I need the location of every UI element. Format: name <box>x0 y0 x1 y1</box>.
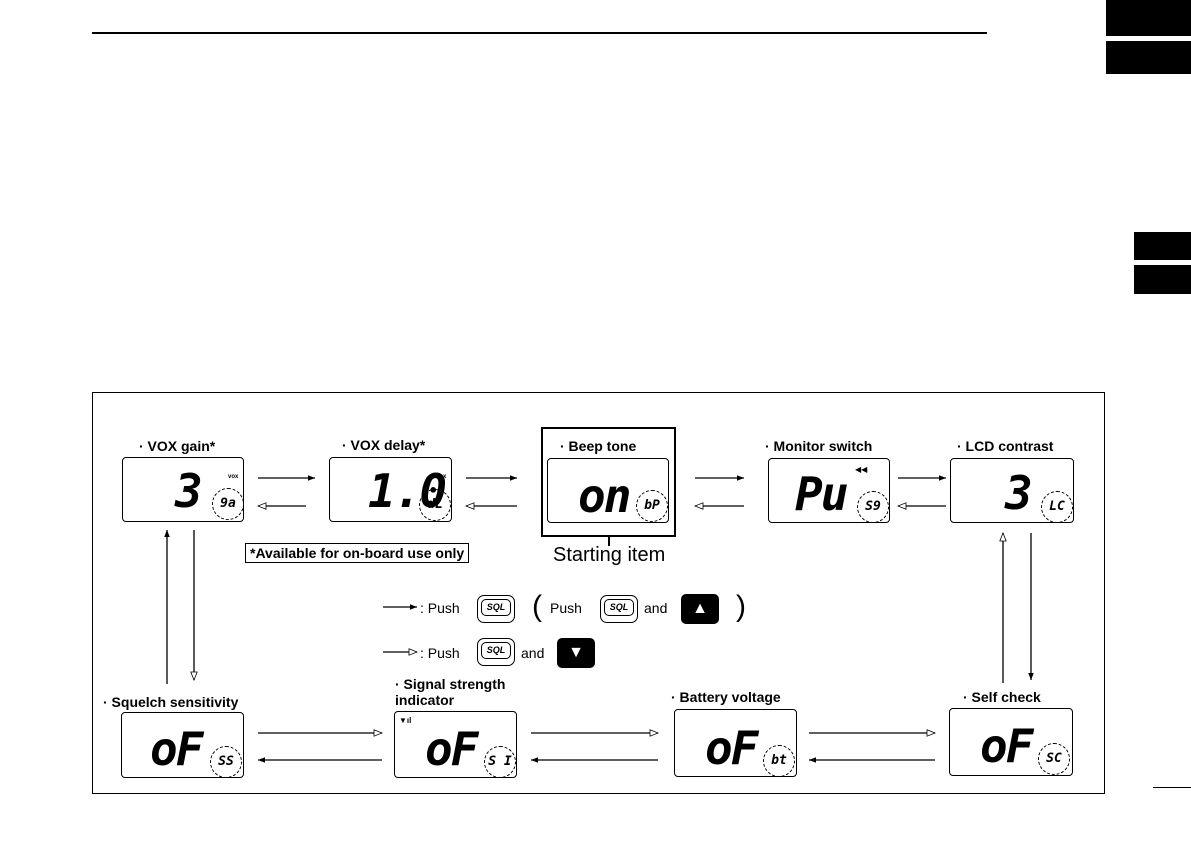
sql-key-label: SQL <box>604 599 634 616</box>
paren-close: ) <box>736 590 746 623</box>
lcd-signal-strength: ▼ıl oF S I <box>394 711 517 778</box>
sql-key-icon: SQL <box>477 595 515 623</box>
label-self-check: · Self check <box>963 689 1041 705</box>
section-tab-second <box>1106 41 1191 74</box>
lcd-vox-delay: 1.0 vox dL <box>329 457 452 522</box>
lcd-signal-strength-value: oF <box>425 722 478 776</box>
lcd-battery-voltage: oF bt <box>674 709 797 777</box>
label-beep-tone: · Beep tone <box>560 438 637 454</box>
lcd-self-check: oF SC <box>949 708 1073 776</box>
on-board-note: *Available for on-board use only <box>245 543 470 563</box>
section-tab-fourth <box>1134 265 1191 294</box>
label-vox-gain: · VOX gain* <box>139 438 216 454</box>
label-battery-voltage: · Battery voltage <box>671 689 781 705</box>
lcd-vox-delay-tag: vox <box>436 474 447 480</box>
lcd-beep-tone-value: on <box>578 469 631 523</box>
label-monitor-switch: · Monitor switch <box>765 438 873 454</box>
lcd-squelch-sensitivity-code: SS <box>210 746 242 778</box>
section-tab-third <box>1134 232 1191 260</box>
lcd-vox-gain: 3 vox 9a <box>122 457 244 522</box>
legend-and-text: and <box>644 600 668 616</box>
lcd-monitor-switch-value: Pu <box>795 467 848 521</box>
lcd-vox-delay-code: dL <box>419 489 451 521</box>
lcd-beep-tone-code: bP <box>636 490 668 522</box>
page-number-rule <box>1153 787 1191 788</box>
lcd-self-check-value: oF <box>980 719 1033 773</box>
starting-item-label: Starting item <box>553 544 666 566</box>
lcd-vox-gain-value: 3 <box>175 464 203 518</box>
label-lcd-contrast: · LCD contrast <box>957 438 1054 454</box>
lcd-squelch-sensitivity: oF SS <box>121 712 244 778</box>
down-key-icon: ▼ <box>557 638 595 668</box>
sql-key-label: SQL <box>481 599 511 616</box>
monitor-speaker-icon: ◀◀ <box>855 465 868 474</box>
lcd-self-check-code: SC <box>1038 743 1070 775</box>
legend-forward-text: : Push <box>420 600 460 616</box>
label-signal-strength: · Signal strength indicator <box>395 676 506 708</box>
starting-item-box <box>541 427 676 537</box>
sql-key-label: SQL <box>481 642 511 659</box>
legend-push-text: Push <box>550 600 582 616</box>
lcd-lcd-contrast-value: 3 <box>1005 466 1033 520</box>
paren-open: ( <box>532 590 542 623</box>
lcd-vox-gain-code: 9a <box>212 488 244 520</box>
lcd-squelch-sensitivity-value: oF <box>150 722 203 776</box>
signal-strength-icon: ▼ıl <box>399 716 412 725</box>
lcd-signal-strength-code: S I <box>484 746 516 778</box>
label-vox-delay: · VOX delay* <box>342 437 426 453</box>
lcd-monitor-switch-code: S9 <box>857 491 889 523</box>
lcd-lcd-contrast-code: LC <box>1041 491 1073 523</box>
lcd-battery-voltage-value: oF <box>705 721 758 775</box>
lcd-beep-tone: on bP <box>547 458 669 523</box>
lcd-vox-gain-tag: vox <box>228 474 239 480</box>
legend-backward-text: : Push <box>420 645 460 661</box>
header-rule <box>92 32 987 34</box>
lcd-battery-voltage-code: bt <box>763 745 795 777</box>
starting-item-pointer <box>608 537 610 546</box>
section-tab-top <box>1106 0 1191 36</box>
lcd-lcd-contrast: 3 LC <box>950 458 1074 523</box>
set-mode-diagram-frame <box>92 392 1105 794</box>
lcd-monitor-switch: Pu ◀◀ S9 <box>768 458 890 523</box>
up-key-icon: ▲ <box>681 594 719 624</box>
legend-and-text: and <box>521 645 545 661</box>
sql-key-icon: SQL <box>600 595 638 623</box>
label-squelch-sensitivity: · Squelch sensitivity <box>103 694 239 710</box>
sql-key-icon: SQL <box>477 638 515 666</box>
